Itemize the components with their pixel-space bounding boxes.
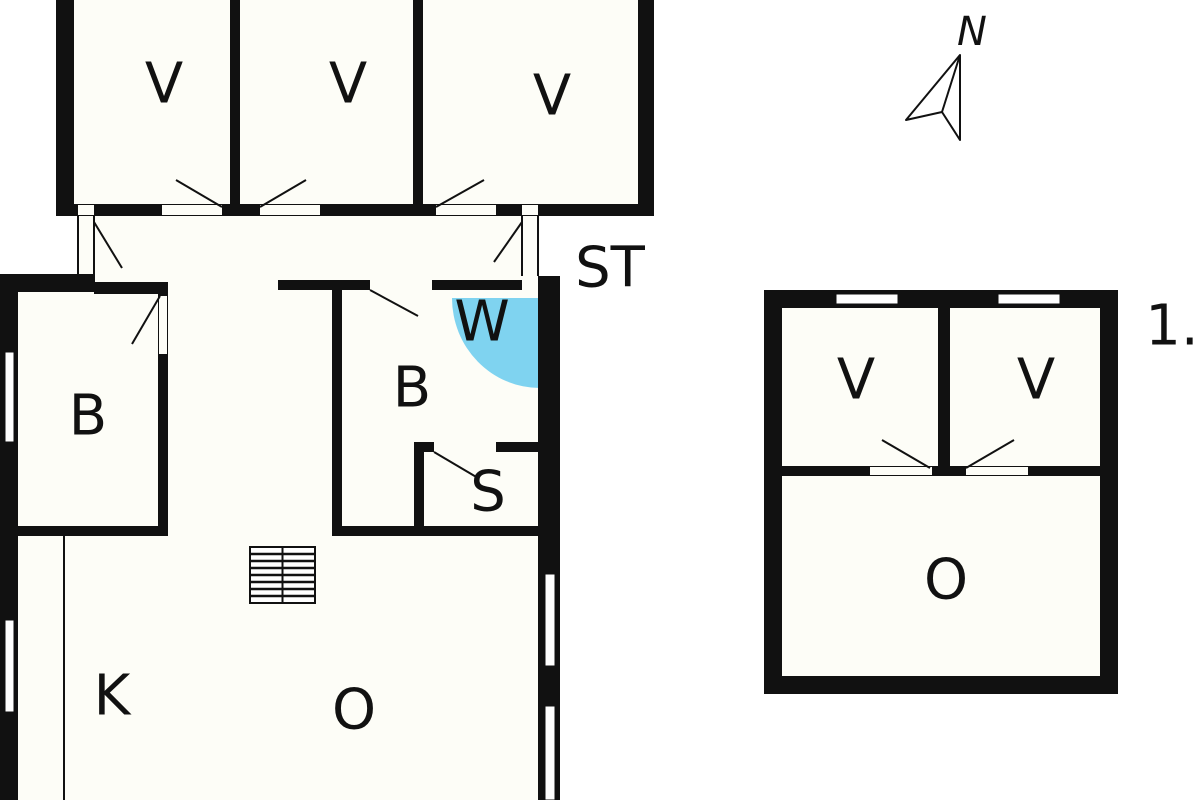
wall	[158, 282, 168, 536]
wall	[764, 676, 1118, 694]
wall	[496, 442, 540, 452]
window	[544, 705, 556, 800]
door-opening	[162, 205, 222, 215]
wall	[94, 282, 168, 294]
door-swing	[131, 295, 161, 345]
window	[4, 351, 15, 443]
door-swing	[369, 289, 419, 317]
door-opening	[966, 467, 1028, 475]
living-area-floor	[8, 280, 548, 800]
door-opening	[436, 205, 496, 215]
room-label-st: ST	[575, 236, 646, 301]
door-opening	[159, 296, 167, 354]
wall	[56, 0, 74, 216]
room-label-b-bath: B	[393, 356, 431, 421]
north-arrow-icon: N	[905, 9, 987, 141]
door-swing	[93, 221, 123, 269]
room-label-o: O	[332, 678, 376, 743]
wall	[538, 276, 560, 800]
room-label-v3: V	[533, 64, 571, 129]
room-label-v1: V	[145, 52, 183, 117]
wall	[8, 526, 168, 536]
room-label-v2: V	[329, 52, 367, 117]
annex-room-label-v2: V	[1017, 348, 1055, 413]
wall	[414, 442, 434, 452]
door-opening	[260, 205, 320, 215]
wall	[230, 0, 240, 216]
wall	[332, 280, 342, 536]
wall	[938, 306, 950, 476]
main-building: V V V ST B B W S K O	[0, 0, 654, 800]
room-label-k: K	[94, 664, 132, 729]
wall	[764, 290, 1118, 308]
door-swing	[175, 179, 223, 208]
room-label-w: W	[454, 290, 509, 355]
whirlpool-area	[452, 298, 540, 388]
wall	[432, 280, 522, 290]
window	[997, 293, 1061, 305]
fireplace-icon	[249, 546, 316, 604]
wall	[0, 274, 94, 292]
door-opening	[522, 205, 538, 215]
door-swing	[493, 221, 523, 263]
annex-building: V V O 1.	[764, 290, 1199, 694]
bedroom-row-floor	[72, 0, 640, 208]
wall	[638, 0, 654, 216]
hallway-floor	[78, 208, 540, 288]
door-swing	[435, 179, 485, 208]
door-swing	[965, 439, 1015, 469]
wall	[278, 280, 370, 290]
room-label-b-left: B	[69, 384, 107, 449]
door-opening	[870, 467, 932, 475]
room-label-s: S	[470, 460, 506, 525]
wall	[413, 0, 423, 216]
wall	[332, 526, 546, 536]
window	[544, 573, 556, 667]
annex-room-label-o: O	[924, 548, 968, 613]
wall	[414, 442, 424, 536]
window	[4, 619, 15, 713]
annex-room-label-v1: V	[837, 348, 875, 413]
wall	[56, 204, 654, 216]
door-swing	[259, 179, 307, 208]
wall	[764, 290, 782, 694]
window	[835, 293, 899, 305]
wall	[780, 466, 1102, 476]
door-swing	[433, 451, 479, 479]
door-swing	[881, 439, 931, 469]
wall	[1100, 290, 1118, 694]
compass-north-label: N	[957, 9, 987, 55]
door-opening	[78, 205, 94, 215]
annex-marker: 1.	[1145, 294, 1198, 359]
